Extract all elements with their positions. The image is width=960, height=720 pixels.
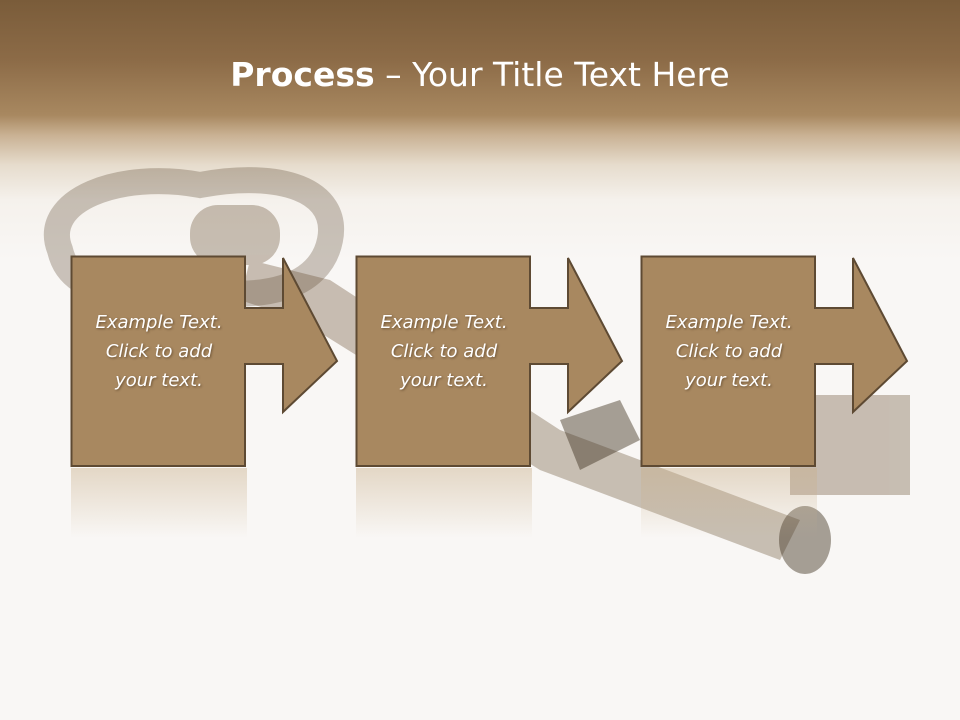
- slide-title[interactable]: Process – Your Title Text Here: [0, 52, 960, 98]
- process-step-2[interactable]: Example Text. Click to add your text.: [355, 255, 636, 538]
- step-reflection: [641, 468, 817, 538]
- step-box-with-arrow: [355, 255, 624, 467]
- process-step-3[interactable]: Example Text. Click to add your text.: [640, 255, 921, 538]
- process-step-1[interactable]: Example Text. Click to add your text.: [70, 255, 351, 538]
- step-reflection: [356, 468, 532, 538]
- step-label[interactable]: Example Text. Click to add your text.: [380, 312, 508, 391]
- step-label[interactable]: Example Text. Click to add your text.: [95, 312, 223, 391]
- step-box-with-arrow: [70, 255, 339, 467]
- title-rest: – Your Title Text Here: [374, 55, 730, 94]
- step-label[interactable]: Example Text. Click to add your text.: [665, 312, 793, 391]
- step-box-with-arrow: [640, 255, 909, 467]
- title-bold: Process: [230, 55, 375, 94]
- step-reflection: [71, 468, 247, 538]
